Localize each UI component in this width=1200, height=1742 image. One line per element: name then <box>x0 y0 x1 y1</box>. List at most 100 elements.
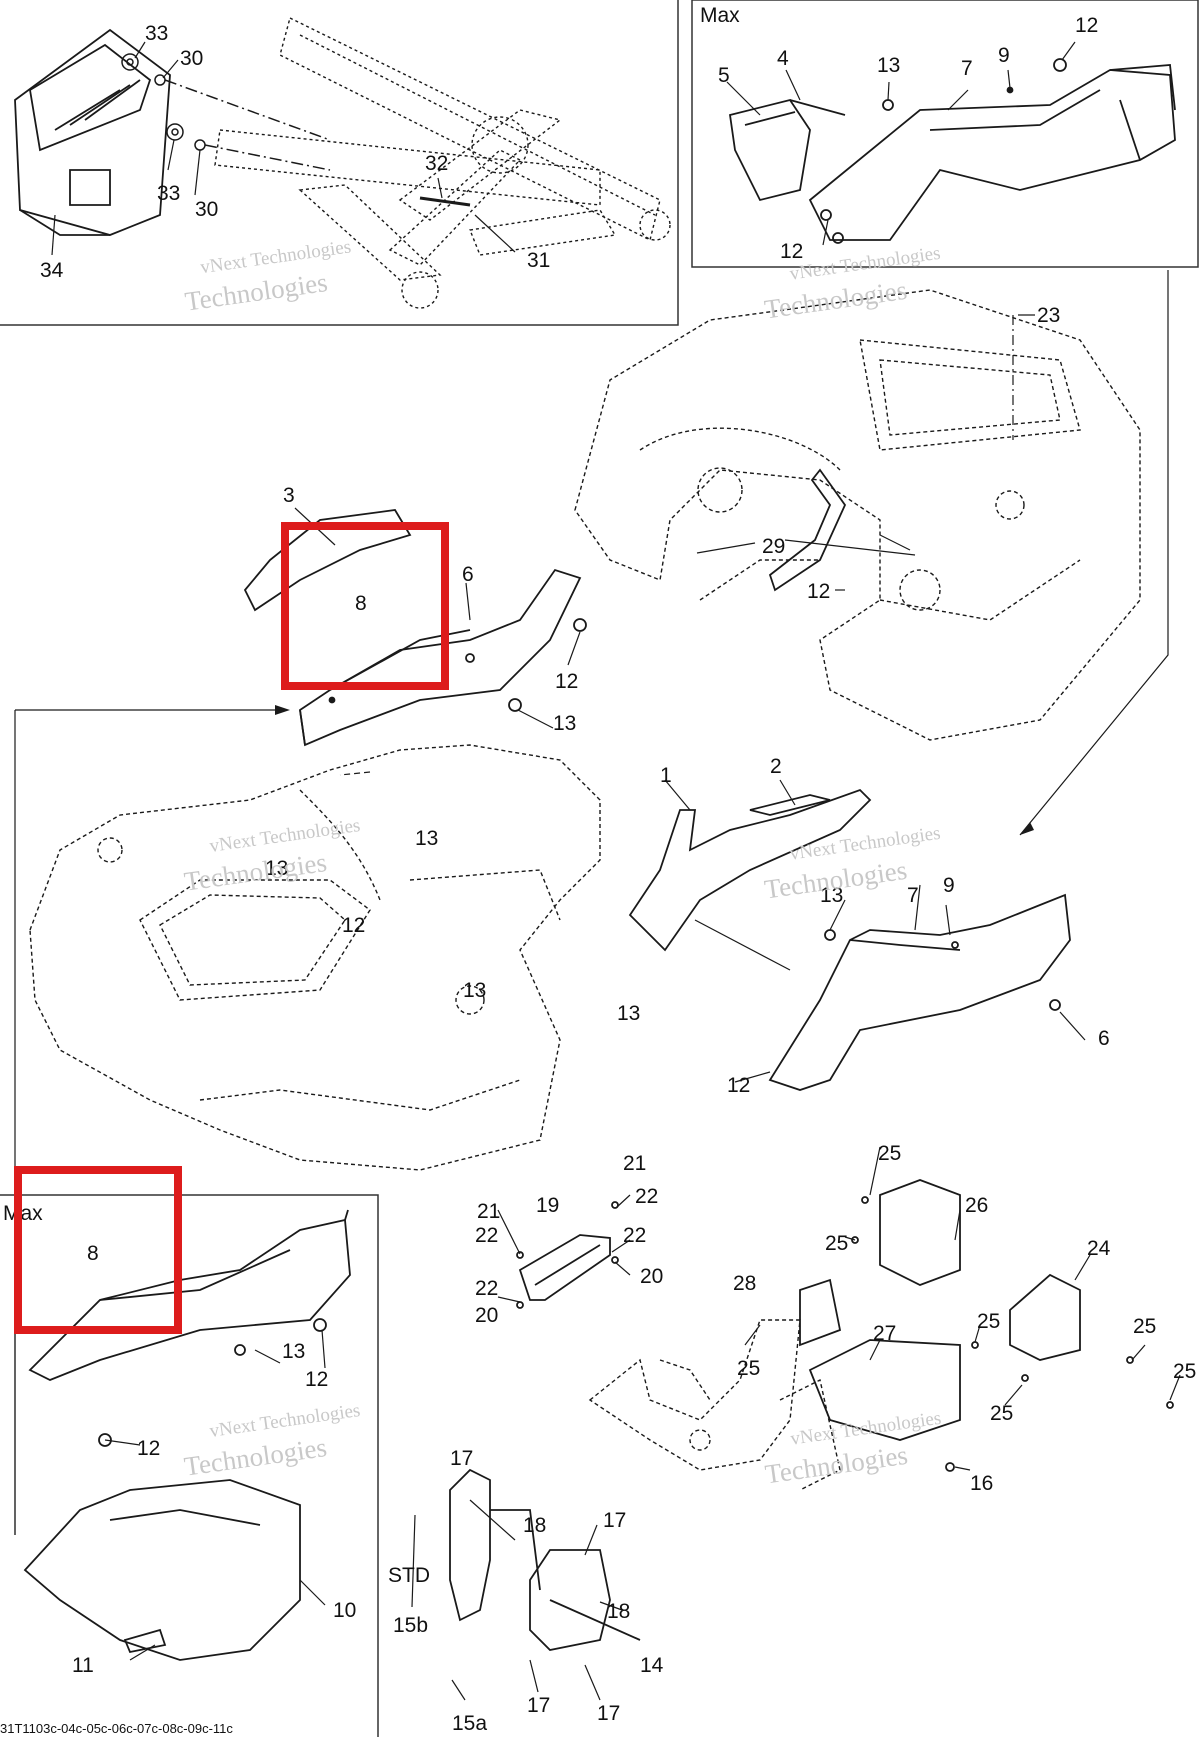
callout-7b: 7 <box>907 884 919 907</box>
callout-13c: 13 <box>415 827 438 850</box>
part-24 <box>1009 1273 1081 1361</box>
panel-label-max-bottom: Max <box>3 1202 43 1225</box>
callout-30a: 30 <box>180 47 203 70</box>
callout-3: 3 <box>283 484 295 507</box>
callout-15a: 15a <box>452 1712 487 1735</box>
callout-17d: 17 <box>597 1702 620 1725</box>
callout-7a: 7 <box>961 57 973 80</box>
panel-label-max-top: Max <box>700 4 740 27</box>
callout-25b: 25 <box>825 1232 848 1255</box>
top-left-panel-border <box>0 0 679 326</box>
part-7-std <box>768 893 1071 1091</box>
callout-25e: 25 <box>737 1357 760 1380</box>
callout-25c: 25 <box>977 1310 1000 1333</box>
callout-22a: 22 <box>635 1185 658 1208</box>
part-11 <box>123 1628 167 1654</box>
callout-27: 27 <box>873 1322 896 1345</box>
callout-4: 4 <box>777 47 789 70</box>
highlight-boxes <box>14 522 449 1334</box>
callout-20a: 20 <box>640 1265 663 1288</box>
bottom-left-panel-border <box>0 1194 379 1737</box>
front-bumper <box>449 1468 641 1651</box>
callout-10: 10 <box>333 1599 356 1622</box>
callout-15b: 15b <box>393 1614 428 1637</box>
storage-box <box>14 28 171 236</box>
callout-28: 28 <box>733 1272 756 1295</box>
callout-17b: 17 <box>603 1509 626 1532</box>
callout-13d: 13 <box>265 857 288 880</box>
callout-31: 31 <box>527 249 550 272</box>
callout-32: 32 <box>425 152 448 175</box>
top-right-panel-border <box>691 0 1199 268</box>
part-4 <box>789 99 846 116</box>
callout-23: 23 <box>1037 304 1060 327</box>
part-29 <box>768 468 847 592</box>
max-bottom-parts <box>23 1209 351 1661</box>
callout-18a: 18 <box>523 1514 546 1537</box>
callout-12f: 12 <box>727 1074 750 1097</box>
callout-13b: 13 <box>553 712 576 735</box>
callout-33b: 33 <box>157 182 180 205</box>
part-2 <box>749 794 831 816</box>
callout-5: 5 <box>718 64 730 87</box>
callout-13g: 13 <box>820 884 843 907</box>
right-side-panel <box>628 788 1071 1091</box>
highlight-box-part-8-std <box>281 522 449 690</box>
callout-24: 24 <box>1087 1237 1111 1260</box>
callout-11: 11 <box>72 1654 94 1677</box>
callout-18b: 18 <box>607 1600 630 1623</box>
callout-25g: 25 <box>990 1402 1013 1425</box>
part-8-max <box>28 1218 351 1381</box>
part-28 <box>799 1278 842 1347</box>
front-fender <box>29 744 601 1171</box>
callout-33a: 33 <box>145 22 168 45</box>
callout-12d: 12 <box>807 580 830 603</box>
callout-12g: 12 <box>305 1368 328 1391</box>
callout-29: 29 <box>762 535 785 558</box>
callout-17c: 17 <box>527 1694 550 1717</box>
callout-13e: 13 <box>463 979 486 1002</box>
part-27 <box>808 1339 961 1441</box>
callout-2: 2 <box>770 755 782 778</box>
part-14 <box>529 1549 611 1651</box>
callout-6b: 6 <box>1098 1027 1110 1050</box>
callout-16: 16 <box>970 1472 993 1495</box>
callout-1: 1 <box>660 764 672 787</box>
max-top-parts <box>728 58 1176 244</box>
rear-fender <box>574 289 1141 741</box>
callout-26: 26 <box>965 1194 988 1217</box>
callout-8a: 8 <box>355 592 367 615</box>
part-8-std <box>299 568 582 747</box>
callout-12a: 12 <box>1075 14 1098 37</box>
callout-12b: 12 <box>780 240 803 263</box>
callout-20b: 20 <box>475 1304 498 1327</box>
callout-22b: 22 <box>475 1224 498 1247</box>
callout-25a: 25 <box>878 1142 901 1165</box>
callout-30b: 30 <box>195 198 218 221</box>
skid-plates <box>799 1179 1174 1472</box>
callout-17a: 17 <box>450 1447 473 1470</box>
panel-label-std: STD <box>388 1564 430 1587</box>
callout-22d: 22 <box>475 1277 498 1300</box>
bolts-top-left <box>121 53 471 207</box>
callout-25d: 25 <box>1133 1315 1156 1338</box>
callout-6a: 6 <box>462 563 474 586</box>
part-26 <box>879 1179 961 1286</box>
highlight-box-part-8-max <box>14 1166 182 1334</box>
part-15b <box>449 1468 491 1622</box>
callout-13f: 13 <box>617 1002 640 1025</box>
callout-34: 34 <box>40 259 64 282</box>
callout-21b: 21 <box>477 1200 500 1223</box>
callout-12c: 12 <box>555 670 578 693</box>
callout-14: 14 <box>640 1654 664 1677</box>
front-frame <box>588 1319 841 1491</box>
callout-13h: 13 <box>282 1340 305 1363</box>
callout-25f: 25 <box>1173 1360 1196 1383</box>
callout-9b: 9 <box>943 874 955 897</box>
callout-22c: 22 <box>623 1224 646 1247</box>
callout-8b: 8 <box>87 1242 99 1265</box>
leader-lines <box>14 41 1181 1701</box>
callout-12e: 12 <box>342 914 365 937</box>
